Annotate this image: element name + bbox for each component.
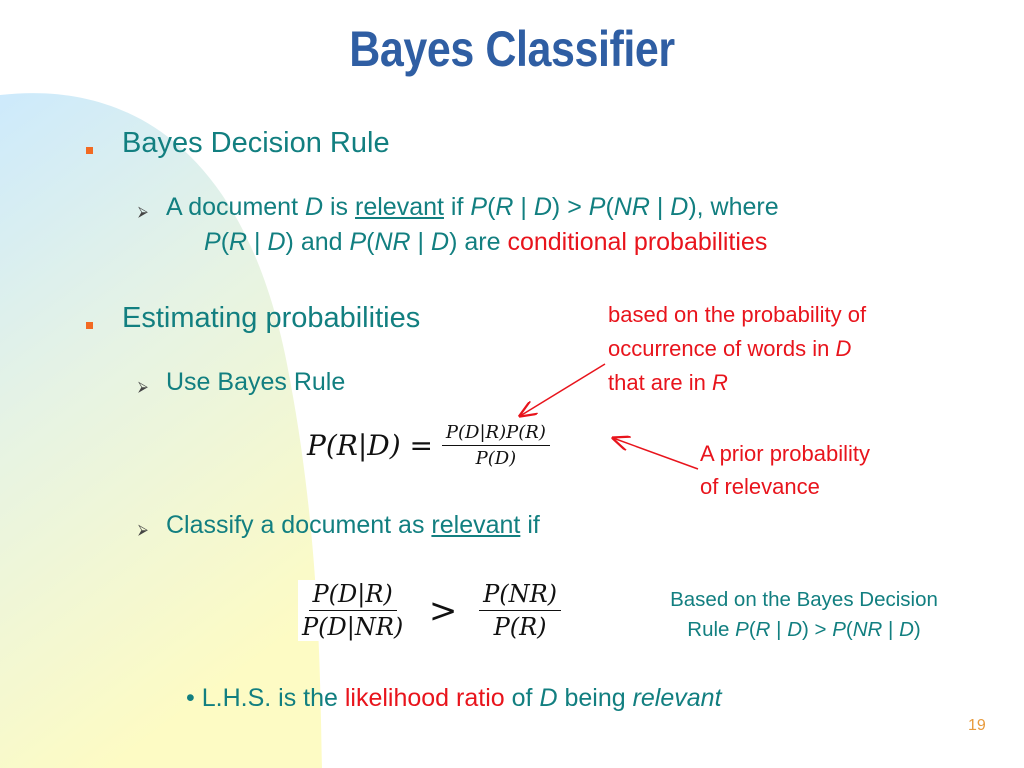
annotation-likelihood: based on the probability of occurrence o… [608,302,867,395]
bullet-lhs-likelihood-ratio: • L.H.S. is the likelihood ratio of D be… [186,684,722,712]
arrow-to-prior [613,438,699,470]
arrow-bullet-icon: ⮚ [138,521,148,537]
square-bullet-icon [86,147,93,154]
sub-bullet-classify: Classify a document as relevant if [166,511,540,539]
sub-bullet-use-bayes-rule: Use Bayes Rule [166,368,346,396]
arrow-bullet-icon: ⮚ [138,378,148,394]
sub-bullet-relevance-rule: A document D is relevant if P(R | D) > P… [166,193,779,221]
annotation-prior: A prior probability of relevance [700,441,870,499]
bullet-estimating-probabilities: Estimating probabilities [122,302,421,334]
bullet-bayes-decision-rule: Bayes Decision Rule [122,127,390,159]
arrow-to-likelihood [520,363,606,416]
arrow-bullet-icon: ⮚ [138,203,148,219]
page-number: 19 [968,717,986,734]
square-bullet-icon [86,322,93,329]
sub-bullet-relevance-rule-line2: P(R | D) and P(NR | D) are conditional p… [204,228,768,256]
bayes-rule-formula: P(R|D) = P(D|R)P(R) P(D) [307,422,550,469]
likelihood-ratio-formula: P(D|R) P(D|NR) > P(NR) P(R) [298,580,562,641]
slide-title: Bayes Classifier [349,21,675,77]
annotation-decision-rule: Based on the Bayes Decision Rule P(R | D… [670,588,938,641]
